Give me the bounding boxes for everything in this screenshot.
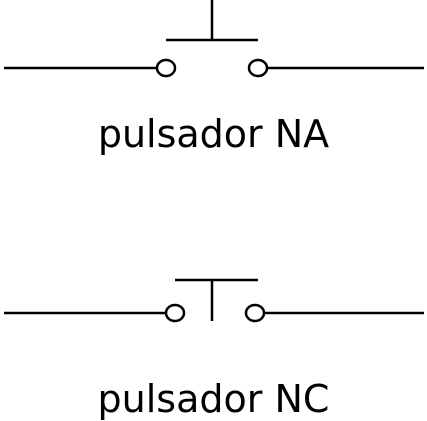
na-right-terminal — [247, 58, 269, 78]
pulsador-na-label: pulsador NA — [97, 112, 330, 156]
pulsador-nc-symbol — [4, 278, 424, 323]
na-left-terminal — [155, 58, 177, 78]
pulsador-na-symbol — [4, 0, 424, 78]
pulsador-nc-label: pulsador NC — [97, 377, 330, 421]
nc-left-terminal — [164, 303, 186, 323]
nc-right-terminal — [244, 303, 266, 323]
